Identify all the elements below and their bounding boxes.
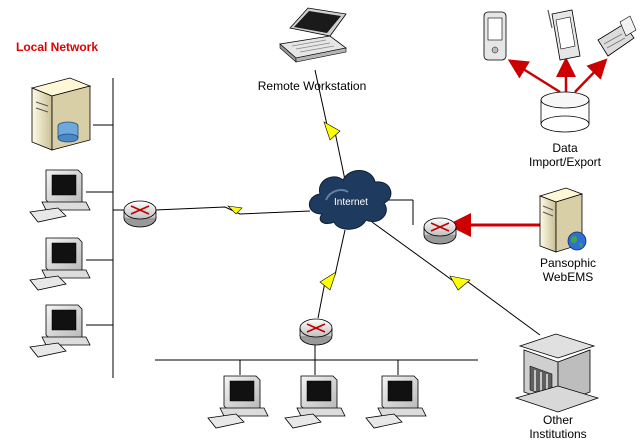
desktop-pc-icon	[365, 375, 427, 429]
server-icon	[30, 77, 92, 151]
other-institutions-label: Other Institutions	[508, 413, 608, 441]
pansophic-webems-label: Pansophic WebEMS	[518, 256, 618, 284]
desktop-pc-icon	[29, 304, 91, 358]
wan-link-bottom-router	[317, 229, 346, 319]
desktop-pc-icon	[284, 375, 346, 429]
wan-link-router-left	[154, 205, 311, 215]
data-label-line2: Import/Export	[528, 155, 602, 169]
laptop-icon	[279, 7, 347, 63]
desktop-pc-icon	[29, 237, 91, 291]
other-label-line2: Institutions	[529, 427, 587, 441]
wan-link-other-institutions	[371, 221, 541, 336]
other-label-line1: Other	[542, 413, 573, 427]
desktop-pc-icon	[29, 169, 91, 223]
database-icon	[540, 91, 590, 133]
institution-building-icon	[514, 333, 600, 413]
router-icon	[299, 318, 333, 346]
data-label-line1: Data	[552, 141, 578, 155]
internet-cloud-icon: Internet	[308, 170, 392, 230]
pansophic-label-line1: Pansophic	[539, 256, 597, 270]
mobile-phone-icon	[597, 15, 637, 57]
router-icon	[123, 200, 157, 228]
data-import-export-label: Data Import/Export	[510, 141, 620, 169]
router-icon	[423, 217, 457, 245]
internet-label: Internet	[334, 197, 368, 208]
tablet-pda-icon	[547, 9, 581, 61]
wan-link-remote-workstation	[314, 69, 346, 181]
local-network-label: Local Network	[16, 40, 99, 54]
pansophic-label-line2: WebEMS	[542, 270, 594, 284]
pda-icon	[483, 11, 507, 61]
bottom-network-backbone	[155, 345, 478, 375]
local-network-backbone	[86, 78, 124, 378]
data-export-arrows	[507, 57, 608, 94]
desktop-pc-icon	[207, 375, 269, 429]
remote-workstation-label: Remote Workstation	[257, 79, 367, 93]
webems-server-icon	[538, 187, 587, 253]
